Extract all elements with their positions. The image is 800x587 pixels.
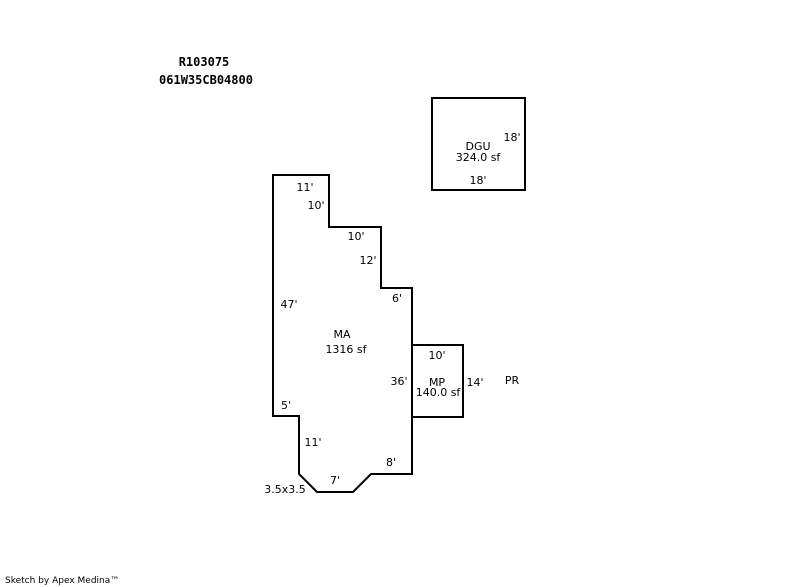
ma-dim-bottom: 7' — [330, 474, 340, 487]
ma-dim-notch-v: 11' — [304, 436, 321, 449]
ma-dim-notch-h: 5' — [281, 399, 291, 412]
ma-label: MA — [333, 328, 350, 341]
sketch-credit: Sketch by Apex Medina™ — [5, 576, 119, 586]
mp-area: 140.0 sf — [416, 386, 462, 399]
mp-dim-side: 14' — [466, 376, 483, 389]
ma-dim-step1-v: 10' — [307, 199, 324, 212]
dgu-outline — [431, 97, 526, 191]
dgu-label: DGU — [465, 140, 490, 153]
ma-dim-step2-v: 12' — [359, 254, 376, 267]
ma-dim-corner: 3.5x3.5 — [264, 483, 306, 496]
parcel-id: R103075 — [179, 55, 230, 69]
map-number: 061W35CB04800 — [159, 73, 253, 87]
mp-label: MP — [429, 376, 445, 389]
mp-dim-top: 10' — [428, 349, 445, 362]
ma-dim-step1-h: 10' — [347, 230, 364, 243]
ma-dim-top: 11' — [296, 181, 313, 194]
pr-label: PR — [505, 374, 520, 387]
dgu-dim-bottom: 18' — [469, 174, 486, 187]
ma-area: 1316 sf — [325, 343, 367, 356]
mp-outline — [411, 344, 464, 418]
ma-outline — [272, 174, 413, 493]
ma-dim-step2-h: 6' — [392, 292, 402, 305]
ma-dim-bottom-right: 8' — [386, 456, 396, 469]
dgu-area: 324.0 sf — [456, 151, 502, 164]
dgu-dim-side: 18' — [503, 131, 520, 144]
ma-dim-left: 47' — [280, 298, 297, 311]
ma-dim-right: 36' — [390, 375, 407, 388]
